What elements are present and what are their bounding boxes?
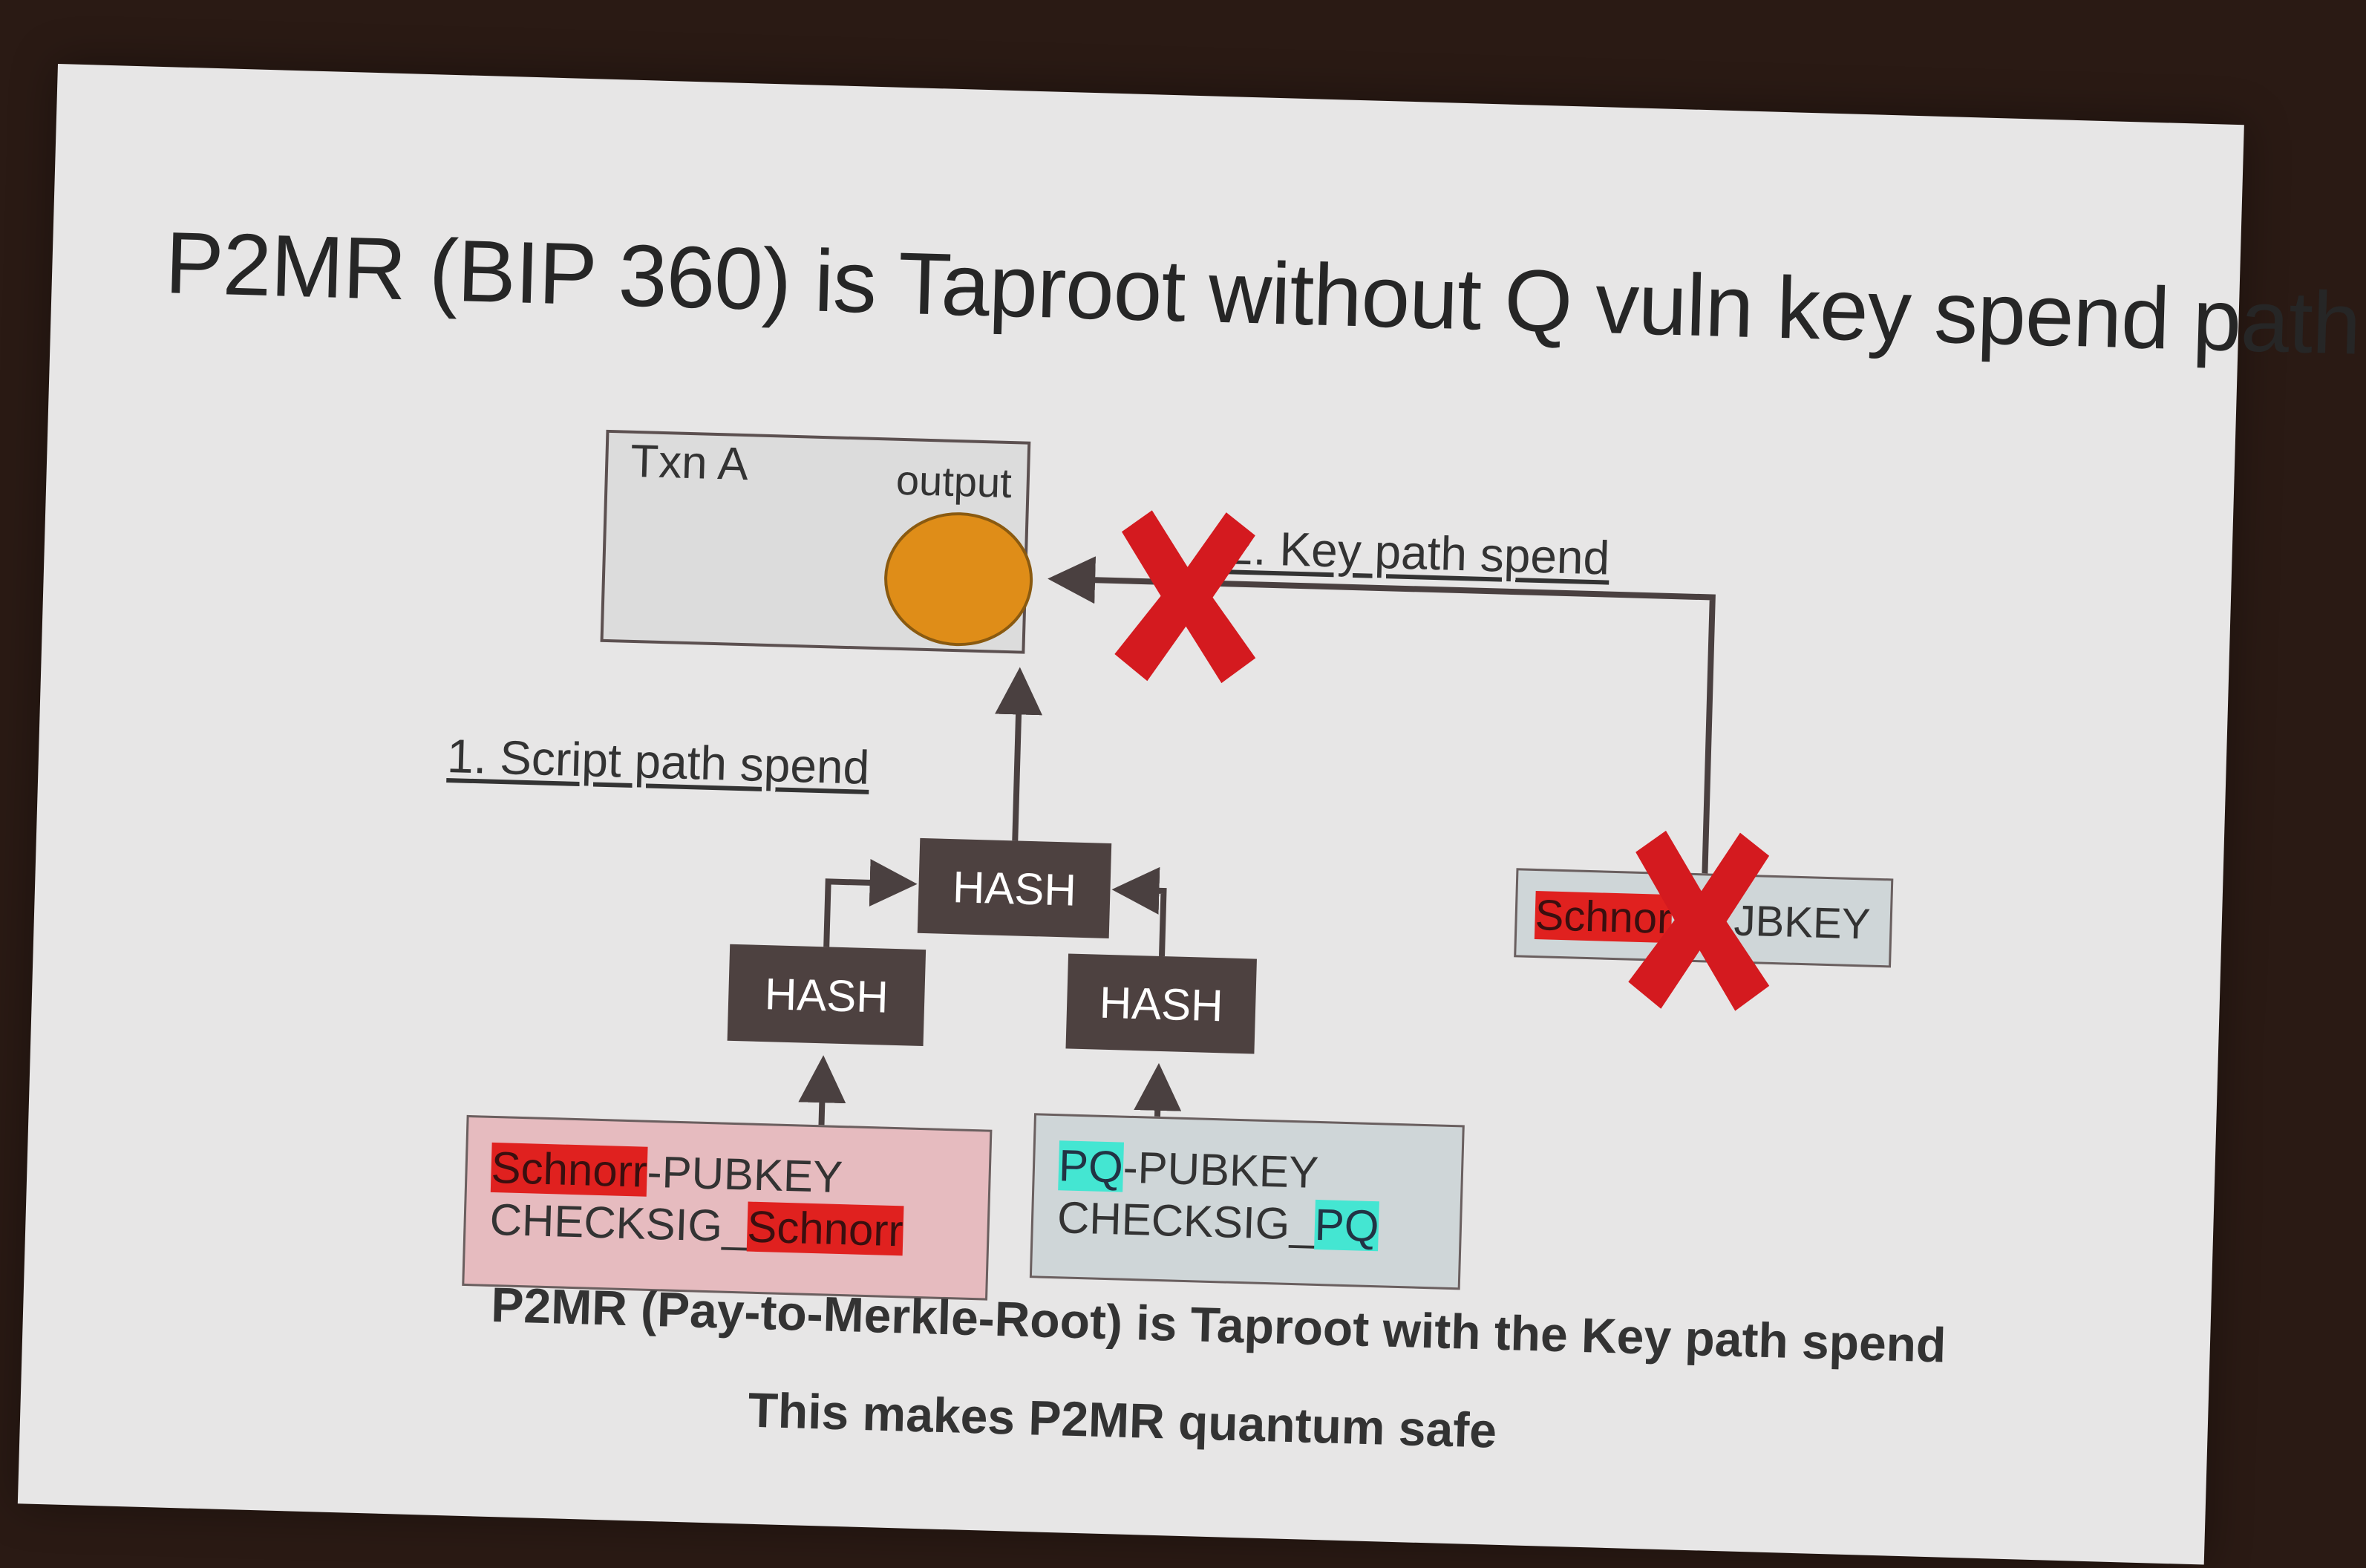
txn-a-box: Txn A output [600, 429, 1035, 654]
red-x-icon [1114, 510, 1256, 684]
leaf-schnorr-checksig: CHECKSIG_ [488, 1194, 748, 1252]
schnorr-highlight: Schnorr [490, 1142, 648, 1197]
edge-right-hash-to-top-hash [1111, 866, 1167, 957]
script-path-label: 1. Script path spend [446, 729, 871, 794]
slide: P2MR (BIP 360) is Taproot without Q vuln… [17, 64, 2362, 1565]
projector-scene: P2MR (BIP 360) is Taproot without Q vuln… [17, 64, 2362, 1565]
edge-schnorr-leaf-to-hash [798, 1055, 846, 1126]
leaf-pq-checksig: CHECKSIG_ [1056, 1192, 1316, 1250]
edge-left-hash-to-top-hash [823, 858, 918, 947]
leaf-pq: PQ-PUBKEY CHECKSIG_PQ [1029, 1113, 1465, 1290]
leaf-schnorr: Schnorr-PUBKEY CHECKSIG_Schnorr [462, 1114, 993, 1301]
leaf-pq-line2: CHECKSIG_PQ [1056, 1192, 1460, 1255]
pq-highlight: PQ [1058, 1140, 1124, 1192]
connector-lines [798, 556, 1716, 1126]
hash-root: HASH [917, 837, 1112, 938]
txn-a-label: Txn A [630, 435, 749, 491]
leaf-schnorr-pubkey: -PUBKEY [646, 1146, 843, 1203]
edge-key-path [1048, 556, 1716, 874]
hash-right: HASH [1065, 953, 1257, 1054]
schnorr-highlight: Schnorr [746, 1201, 904, 1256]
red-x-icon [1628, 830, 1770, 1011]
hash-left: HASH [727, 944, 927, 1047]
edge-pq-leaf-to-hash [1134, 1062, 1182, 1117]
output-label: output [895, 456, 1013, 507]
key-path-label: 2. Key path spend [1226, 520, 1611, 585]
leaf-pq-pubkey: -PUBKEY [1122, 1142, 1320, 1198]
output-coin-icon [882, 510, 1035, 648]
edge-top-hash-to-output [995, 667, 1043, 841]
pq-highlight: PQ [1313, 1199, 1380, 1252]
